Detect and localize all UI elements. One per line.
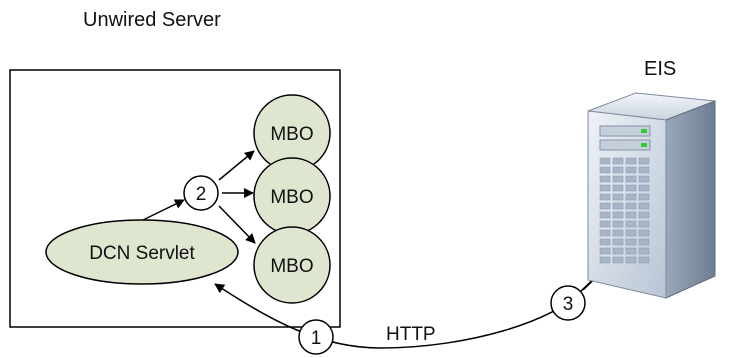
servlet-label: DCN Servlet <box>89 243 195 264</box>
arrow-to-mbo-1 <box>218 150 255 181</box>
server-vent <box>612 211 624 219</box>
server-vent <box>625 238 637 246</box>
server-vent <box>599 247 611 255</box>
server-vent <box>625 193 637 201</box>
server-vent <box>599 166 611 174</box>
server-vent <box>638 220 650 228</box>
step-number: 2 <box>196 184 207 205</box>
server-tower-icon <box>587 92 716 299</box>
server-vent <box>612 175 624 183</box>
server-vent <box>625 184 637 192</box>
server-vent <box>599 184 611 192</box>
server-vent <box>599 157 611 165</box>
server-vent <box>625 229 637 237</box>
mbo-node-1: MBO <box>253 94 331 172</box>
server-vent <box>625 166 637 174</box>
mbo-node-3: MBO <box>253 226 331 304</box>
server-vent <box>638 211 650 219</box>
server-vent <box>638 256 650 264</box>
server-vent <box>638 184 650 192</box>
server-vent <box>599 193 611 201</box>
http-label: HTTP <box>386 324 436 345</box>
step-2-marker: 2 <box>183 175 219 211</box>
server-vent <box>612 193 624 201</box>
unwired-server-box <box>9 69 341 328</box>
server-led <box>641 129 647 133</box>
mbo-label: MBO <box>270 124 313 145</box>
server-vent <box>638 193 650 201</box>
eis-label: EIS <box>644 58 676 80</box>
server-vent <box>625 256 637 264</box>
server-vent <box>638 247 650 255</box>
server-vent <box>599 175 611 183</box>
mbo-node-2: MBO <box>253 157 331 235</box>
server-vent <box>612 247 624 255</box>
server-vent <box>625 247 637 255</box>
server-vent <box>638 157 650 165</box>
http-callback-arrow <box>214 267 606 349</box>
server-vent <box>612 202 624 210</box>
server-vent <box>612 229 624 237</box>
server-vent <box>638 238 650 246</box>
server-vent <box>638 166 650 174</box>
server-vent <box>612 238 624 246</box>
mbo-label: MBO <box>270 187 313 208</box>
server-vent <box>612 166 624 174</box>
server-vent <box>625 220 637 228</box>
server-title: Unwired Server <box>83 9 221 31</box>
server-vent <box>612 256 624 264</box>
server-vent <box>599 211 611 219</box>
server-vent <box>599 202 611 210</box>
server-vent <box>638 229 650 237</box>
step-number: 1 <box>311 328 322 349</box>
server-vent <box>612 220 624 228</box>
server-vent <box>599 220 611 228</box>
step-1-marker: 1 <box>298 319 334 355</box>
server-vent <box>599 256 611 264</box>
server-vent <box>612 184 624 192</box>
server-vent <box>625 175 637 183</box>
step-number: 3 <box>563 294 574 315</box>
server-vent <box>625 211 637 219</box>
arrow-servlet-to-step2 <box>142 199 185 221</box>
server-vent <box>625 157 637 165</box>
arrow-to-mbo-3 <box>218 205 256 244</box>
server-vent <box>599 229 611 237</box>
server-vent <box>612 157 624 165</box>
mbo-label: MBO <box>270 256 313 277</box>
server-vent <box>625 202 637 210</box>
step-3-marker: 3 <box>550 285 586 321</box>
server-vent <box>638 202 650 210</box>
server-vent <box>638 175 650 183</box>
server-vent <box>599 238 611 246</box>
server-led <box>641 143 647 147</box>
dcn-servlet-node: DCN Servlet <box>45 219 239 285</box>
